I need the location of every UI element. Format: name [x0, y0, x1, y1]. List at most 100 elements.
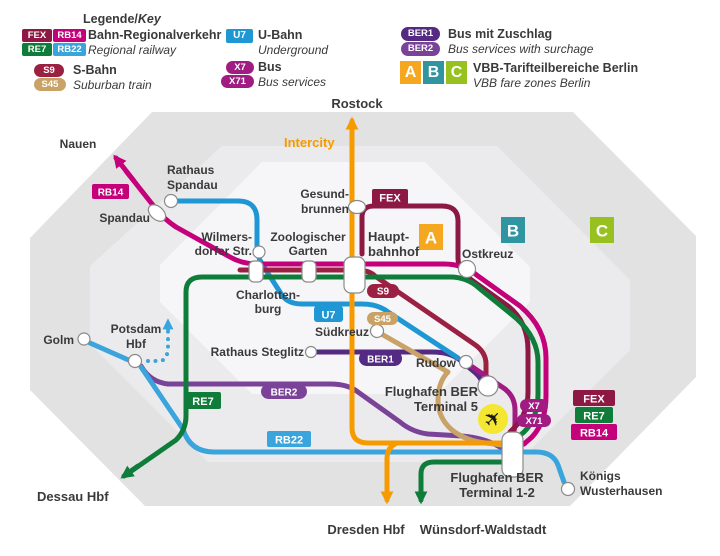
legend-badges-bus: X7X71: [221, 61, 255, 89]
line-badge-ber2: BER2: [261, 384, 307, 399]
station-marker-rathaus-spandau: [163, 193, 179, 209]
line-s45: [375, 329, 505, 448]
legend-item-ber-bus: Bus mit Zuschlag Bus services with surch…: [448, 27, 594, 56]
station-label-rostock: Rostock: [331, 96, 383, 111]
legend-item-ubahn: U-Bahn Underground: [258, 28, 329, 57]
zone-badge-a: A: [419, 224, 443, 250]
legend-badges-ber-bus: BER1BER2: [401, 27, 443, 57]
line-badge-x71: X71: [517, 414, 551, 427]
x7-badge: X7: [226, 61, 254, 74]
svg-text:RB22: RB22: [275, 435, 303, 447]
re7-badge: RE7: [22, 43, 52, 56]
svg-text:RB14: RB14: [580, 428, 609, 440]
legend-item-regional: Bahn-Regionalverkehr Regional railway: [88, 28, 222, 57]
rb22-badge: RB22: [53, 43, 86, 56]
line-ber2: [138, 363, 509, 453]
station-label-wuensdorf: Wünsdorf-Waldstadt: [420, 522, 547, 537]
svg-text:U7: U7: [321, 310, 335, 322]
line-badge-rb22: RB22: [267, 431, 311, 447]
u7-badge: U7: [226, 29, 253, 43]
svg-text:C: C: [596, 222, 608, 241]
station-marker-ostkreuz: [457, 259, 477, 279]
station-marker-koenigs-wusterhausen: [560, 481, 576, 497]
station-label-gesundbrunnen: Gesund-brunnen: [300, 187, 349, 216]
station-label-spandau: Spandau: [99, 211, 150, 225]
ber1-badge: BER1: [401, 27, 440, 41]
station-label-charlottenburg: Charlotten-burg: [236, 288, 300, 316]
station-marker-potsdam-hbf: [127, 353, 143, 369]
station-label-nauen: Nauen: [60, 137, 97, 151]
station-marker-flughafen-t5: [477, 375, 499, 397]
zone-badge-c: C: [590, 217, 614, 243]
zone-c-badge: C: [446, 61, 467, 84]
line-badge-ber1: BER1: [359, 351, 402, 366]
line-re7: [127, 274, 541, 475]
line-badge-rb14: RB14: [92, 184, 129, 199]
station-label-rudow: Rudow: [416, 356, 457, 370]
dashed-connection-potsdam: [146, 326, 170, 363]
station-marker-hauptbahnhof: [343, 256, 366, 294]
line-badge-re7-airport: RE7: [575, 407, 613, 423]
arrow-to-nauen: [113, 154, 137, 184]
station-label-hauptbahnhof: Haupt-bahnhof: [368, 229, 420, 259]
station-marker-golm: [77, 332, 91, 346]
svg-text:RE7: RE7: [192, 396, 213, 408]
station-marker-charlottenburg: [248, 260, 264, 283]
svg-text:X71: X71: [526, 416, 544, 427]
svg-text:S45: S45: [374, 314, 392, 325]
line-badge-fex: FEX: [372, 189, 408, 205]
svg-text:X7: X7: [528, 401, 540, 412]
station-label-golm: Golm: [43, 333, 74, 347]
legend-title: Legende/Key: [83, 12, 161, 26]
svg-text:FEX: FEX: [583, 394, 605, 406]
legend-badges-ubahn: U7: [226, 29, 254, 44]
station-label-ostkreuz: Ostkreuz: [462, 247, 513, 261]
line-badge-fex-airport: FEX: [573, 390, 615, 406]
station-label-dessau: Dessau Hbf: [37, 489, 109, 504]
rb14-badge: RB14: [53, 29, 86, 42]
line-badge-s45: S45: [367, 312, 398, 325]
line-badge-re7: RE7: [185, 392, 221, 409]
zone-a-badge: A: [400, 61, 421, 84]
airport-circle: [478, 404, 508, 434]
station-label-suedkreuz: Südkreuz: [315, 325, 369, 339]
station-marker-gesundbrunnen: [347, 199, 367, 215]
line-badge-rb14-airport: RB14: [571, 424, 617, 440]
line-rb22: [138, 364, 567, 485]
svg-text:BER2: BER2: [271, 388, 298, 399]
svg-text:B: B: [507, 222, 519, 241]
station-label-wilmersdorfer: Wilmers-dorfer Str.: [195, 230, 252, 258]
legend-item-zones: VBB-Tarifteilbereiche Berlin VBB fare zo…: [473, 61, 639, 90]
line-badge-x7: X7: [520, 399, 548, 412]
fex-badge: FEX: [22, 29, 52, 42]
svg-text:S9: S9: [377, 287, 390, 298]
svg-text:BER1: BER1: [367, 355, 394, 366]
legend-badges-sbahn: S9S45: [34, 64, 68, 92]
ber2-badge: BER2: [401, 42, 440, 56]
line-badge-u7: U7: [314, 306, 343, 322]
intercity-label: Intercity: [284, 135, 335, 150]
legend-item-sbahn: S-Bahn Suburban train: [73, 63, 152, 92]
station-marker-rudow: [458, 354, 474, 370]
line-re7-south: [418, 459, 507, 493]
line-intercity: [349, 129, 505, 446]
line-badge-s9: S9: [367, 284, 399, 298]
station-marker-flughafen-t12: [501, 431, 524, 478]
station-marker-wilmersdorfer: [252, 245, 266, 259]
station-marker-zoologischer-garten: [301, 260, 317, 283]
legend-item-bus: Bus Bus services: [258, 60, 327, 89]
zone-b-badge: B: [423, 61, 444, 84]
x71-badge: X71: [221, 75, 254, 88]
svg-text:A: A: [425, 229, 437, 248]
station-label-rathaus-steglitz: Rathaus Steglitz: [211, 345, 304, 359]
svg-text:RB14: RB14: [98, 188, 124, 199]
